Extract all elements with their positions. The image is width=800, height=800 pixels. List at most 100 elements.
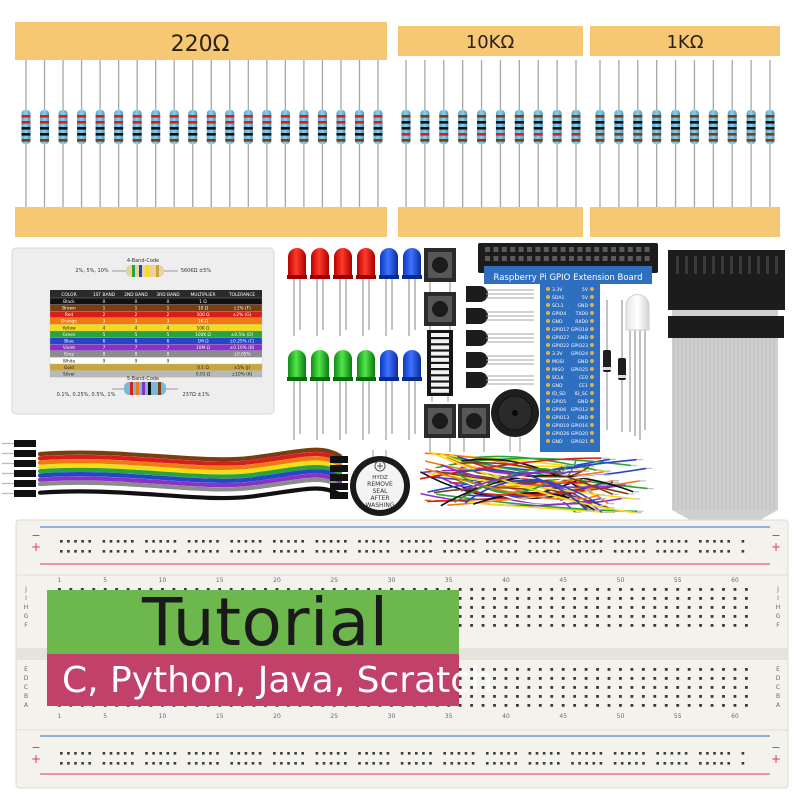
led [310,350,330,440]
tape-top [398,26,583,56]
gpio-pin-label: 5V [582,287,589,293]
column-number: 10 [159,577,167,584]
gpio-pin-label: GPIO12 [571,407,588,413]
gpio-pin-label: SCLK [552,375,565,381]
table-cell: White [63,358,76,364]
row-letter: E [24,666,28,673]
buzzer-line-4: WASHING [366,502,395,509]
table-cell: 10M Ω [196,345,211,351]
table-cell: Gold [64,365,74,371]
table-cell: Yellow [61,325,76,331]
column-number: 1 [57,577,61,584]
resistor [495,60,505,207]
gpio-pin-label: MOSI [552,359,564,365]
four-band-title: 4-Band-Code [127,258,159,264]
column-number: 15 [216,577,224,584]
tactile-button [458,404,490,452]
row-letter: D [24,675,29,682]
column-number: 40 [502,713,510,720]
gpio-pin-label: GND [577,399,588,405]
resistor [206,60,216,207]
gpio-pin-label: GPIO17 [552,327,569,333]
table-cell: 7 [103,345,106,351]
led [310,248,330,336]
column-number: 40 [502,577,510,584]
table-cell: 3 [135,319,138,325]
row-letter: H [24,604,29,611]
resistor [95,60,105,207]
active-buzzer: HYDZ REMOVE SEAL AFTER WASHING [350,450,410,516]
table-cell: Blue [64,339,74,345]
table-cell: 9 [135,358,138,364]
gpio-pin-label: 3.3V [552,351,563,357]
led [333,350,353,440]
resistor [746,60,756,207]
table-cell: 1M Ω [197,339,209,345]
row-letter: G [24,613,29,620]
resistor-group-1k [595,60,775,207]
rail-minus-label: − [771,741,780,754]
tape-bottom [15,207,387,237]
gpio-pin-label: GPIO23 [571,343,588,349]
gpio-pin-label: GPIO24 [571,351,588,357]
led-group [287,248,422,440]
resistor [765,60,775,207]
column-number: 10 [159,713,167,720]
passive-buzzer [491,389,539,452]
table-cell: Black [63,299,75,305]
resistor [727,60,737,207]
resistor [21,60,31,207]
resistor [58,60,68,207]
resistor [420,60,430,207]
table-cell: 8 [135,352,138,358]
resistor [317,60,327,207]
resistor [633,60,643,207]
resistor [77,60,87,207]
five-band-tolerance: 0.1%, 0.25%, 0.5%, 1% [57,392,116,398]
row-letter: B [24,693,28,700]
row-letter: J [776,586,779,593]
led [356,248,376,336]
resistor-strip-220: 220Ω [15,22,387,237]
column-number: 35 [445,713,453,720]
gpio-board-title: Raspberry Pi GPIO Extension Board [494,273,643,283]
resistor [533,60,543,207]
tactile-button [424,404,456,452]
table-cell: 2 [103,312,106,318]
column-number: 20 [273,713,281,720]
led [379,350,399,440]
resistor [225,60,235,207]
table-cell: Red [65,312,73,318]
sample-resistor-5band [112,382,178,395]
table-cell: 3 [167,319,170,325]
resistor [280,60,290,207]
gpio-pin-label: GND [552,439,563,445]
table-cell: 2 [135,312,138,318]
rail-plus-label: + [31,752,41,766]
row-letter: G [776,613,781,620]
column-number: 60 [731,577,739,584]
resistor [552,60,562,207]
table-cell: 0 [167,299,170,305]
buzzer-line-3: AFTER [370,495,389,502]
resistor [354,60,364,207]
row-letter: J [24,586,27,593]
column-number: 25 [330,577,338,584]
row-letter: F [776,622,780,629]
led [402,350,422,440]
column-number: 15 [216,713,224,720]
table-cell: Orange [61,319,77,325]
buzzer-line-2: SEAL [372,488,388,495]
row-letter: C [776,684,780,691]
table-cell: Silver [63,372,75,378]
resistor [188,60,198,207]
dupont-ribbon-wires [2,440,348,501]
table-cell: 7 [135,345,138,351]
gpio-pin-label: CE1 [579,383,588,389]
table-cell: 8 [167,352,170,358]
jumper-wire-bundle [419,451,654,514]
